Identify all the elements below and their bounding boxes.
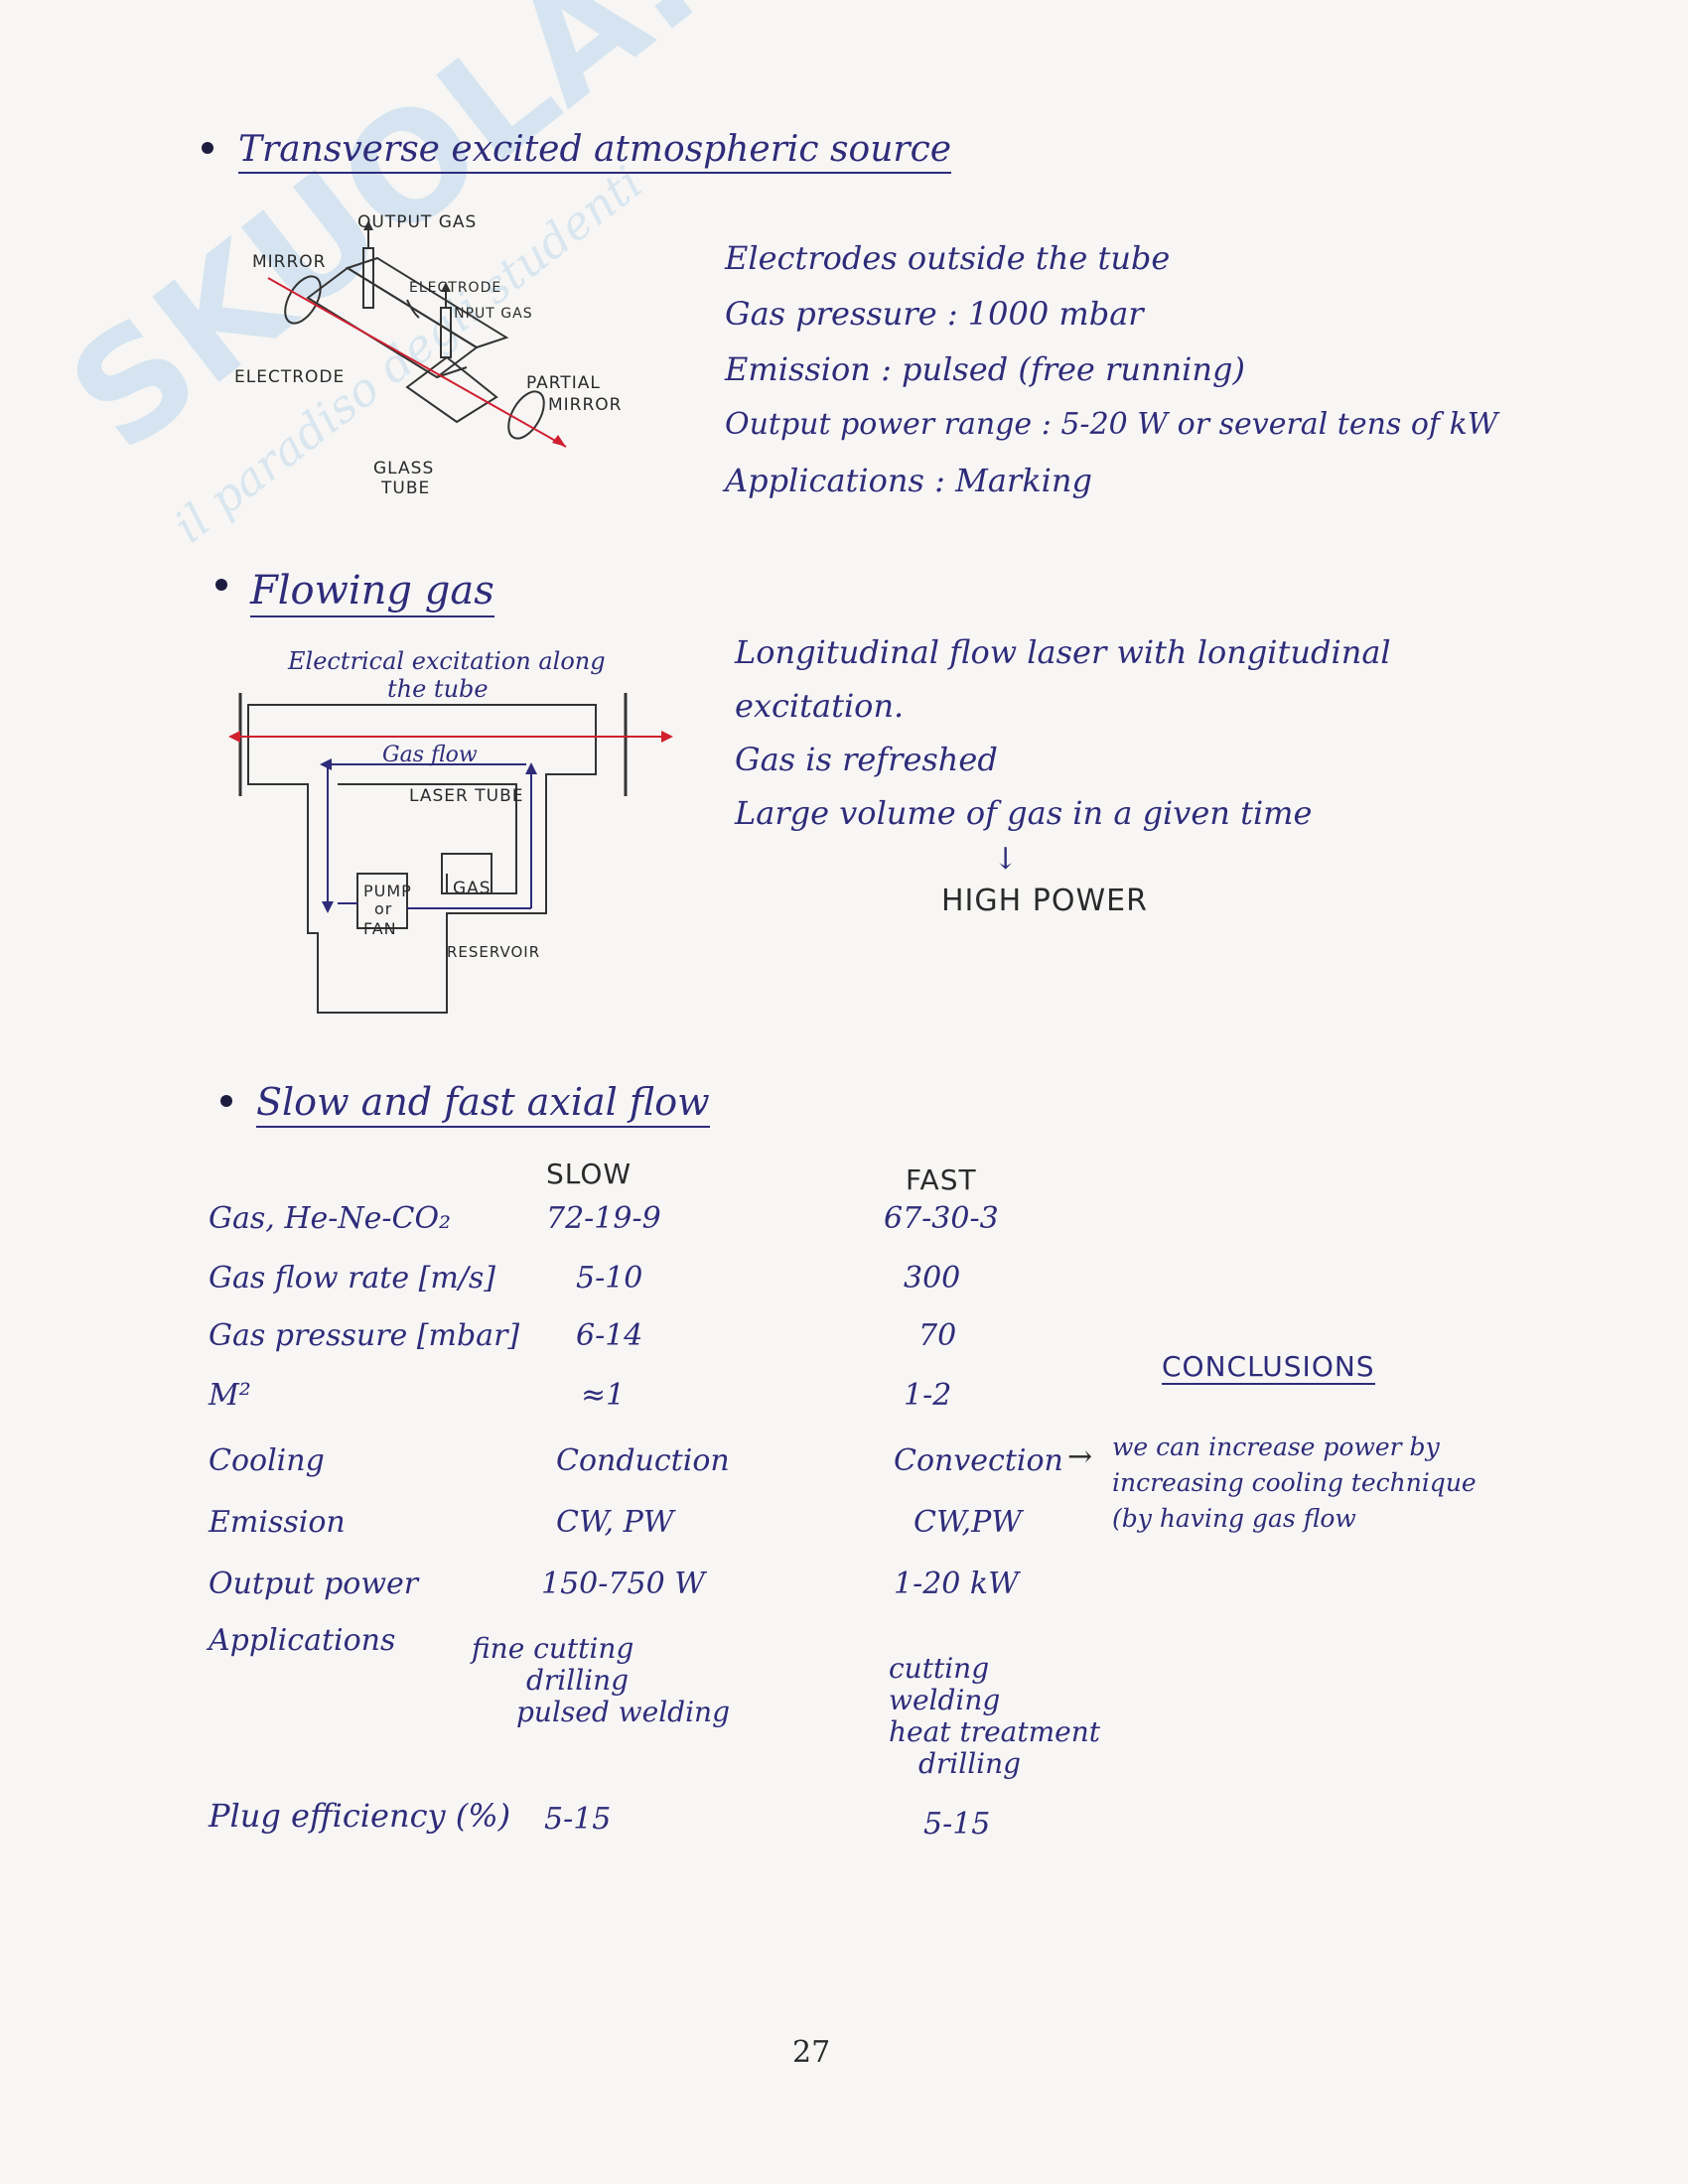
row-slow: Conduction — [556, 1443, 730, 1478]
row-fast: CW,PW — [914, 1505, 1023, 1540]
plug-efficiency-slow: 5-15 — [544, 1802, 612, 1837]
output-gas-arrow — [363, 220, 373, 230]
down-arrow: ↓ — [993, 842, 1019, 877]
gas-box — [441, 853, 492, 894]
label-pump-or: or — [374, 899, 393, 918]
list-item: drilling — [526, 1664, 630, 1697]
conclusion-line: increasing cooling technique — [1112, 1468, 1477, 1497]
note-line: Electrodes outside the tube — [725, 239, 1171, 277]
note-line: Applications : Marking — [725, 462, 1092, 499]
label-input-gas: INPUT GAS — [449, 306, 533, 322]
row-fast: 1-2 — [904, 1378, 952, 1413]
section2-heading: Flowing gas — [250, 568, 494, 617]
section1-heading: Transverse excited atmospheric source — [238, 129, 952, 174]
label-gas: GAS — [453, 879, 492, 898]
tea-laser-diagram — [267, 220, 567, 448]
bullet-section3 — [220, 1095, 232, 1107]
col-header-fast: FAST — [906, 1163, 977, 1196]
plug-efficiency-fast: 5-15 — [923, 1807, 991, 1842]
page-number: 27 — [792, 2035, 831, 2070]
row-label: Gas flow rate [m/s] — [209, 1261, 495, 1296]
label-laser-tube: LASER TUBE — [409, 786, 524, 806]
conclusions-text: we can increase power by increasing cool… — [1112, 1430, 1477, 1537]
flow-caption-2: the tube — [387, 675, 489, 703]
row-fast: 67-30-3 — [884, 1201, 999, 1236]
table-row: Gas flow rate [m/s] 5-10 300 — [209, 1261, 1321, 1318]
row-slow: 6-14 — [576, 1318, 643, 1353]
bullet-section2 — [215, 579, 227, 591]
row-fast: 300 — [904, 1261, 961, 1296]
table-row: Gas, He-Ne-CO₂ 72-19-9 67-30-3 — [209, 1201, 1321, 1259]
section2-notes: Longitudinal flow laser with longitudina… — [735, 625, 1391, 840]
row-label: Gas pressure [mbar] — [209, 1318, 520, 1353]
note-line: Gas pressure : 1000 mbar — [725, 295, 1144, 333]
comparison-table: Gas, He-Ne-CO₂ 72-19-9 67-30-3 Gas flow … — [209, 1201, 1321, 1658]
row-slow: CW, PW — [556, 1505, 674, 1540]
row-label: Output power — [209, 1567, 419, 1601]
note-line: excitation. — [735, 687, 905, 725]
label-output-gas: OUTPUT GAS — [357, 212, 478, 232]
label-fan: FAN — [363, 919, 397, 938]
flowing-gas-diagram — [228, 693, 673, 1014]
list-item: pulsed welding — [516, 1696, 731, 1728]
row-label: Gas, He-Ne-CO₂ — [209, 1201, 452, 1236]
label-glass-tube-1: GLASS — [373, 459, 435, 478]
flow-arrow-left — [320, 758, 332, 770]
list-item: welding — [889, 1684, 1001, 1716]
laser-beam — [267, 277, 567, 448]
row-fast: 70 — [918, 1318, 957, 1353]
row-slow: 5-10 — [576, 1261, 643, 1296]
flow-caption-1: Electrical excitation along — [288, 647, 606, 675]
label-pump: PUMP — [363, 882, 412, 900]
list-item: cutting — [889, 1652, 990, 1685]
list-item: drilling — [918, 1747, 1022, 1780]
note-line: Longitudinal flow laser with longitudina… — [735, 633, 1391, 671]
label-partial-mirror-2: MIRROR — [548, 395, 623, 415]
applications-slow: fine cutting drilling pulsed welding — [472, 1633, 730, 1728]
mirror-shape — [284, 275, 322, 325]
col-header-slow: SLOW — [546, 1158, 633, 1190]
row-slow: 72-19-9 — [546, 1201, 661, 1236]
applications-fast: cutting welding heat treatment drilling — [889, 1653, 1100, 1780]
section1-notes: Electrodes outside the tube Gas pressure… — [725, 230, 1498, 508]
bullet-section1 — [202, 142, 213, 154]
row-label: Emission — [209, 1505, 346, 1540]
laser-tube-outline — [247, 704, 597, 1014]
table-row: Cooling Conduction Convection — [209, 1443, 1321, 1501]
conclusions-arrow: → — [1067, 1439, 1093, 1474]
label-partial-mirror-1: PARTIAL — [526, 373, 601, 393]
table-row: Gas pressure [mbar] 6-14 70 — [209, 1318, 1321, 1376]
row-slow: 150-750 W — [541, 1567, 706, 1601]
table-row: Output power 150-750 W 1-20 kW — [209, 1567, 1321, 1624]
row-fast: Convection — [894, 1443, 1063, 1478]
conclusion-line: (by having gas flow — [1112, 1504, 1356, 1533]
label-mirror: MIRROR — [252, 252, 327, 272]
label-glass-tube-2: TUBE — [381, 478, 431, 498]
row-label: Cooling — [209, 1443, 325, 1478]
pump-box — [356, 873, 408, 929]
note-line: Large volume of gas in a given time — [735, 794, 1313, 832]
label-electrode-left: ELECTRODE — [234, 367, 346, 387]
label-gas-flow: Gas flow — [382, 743, 478, 767]
plug-efficiency-label: Plug efficiency (%) — [209, 1797, 511, 1835]
row-fast: 1-20 kW — [894, 1567, 1019, 1601]
note-line: Emission : pulsed (free running) — [725, 350, 1245, 388]
conclusion-line: we can increase power by — [1112, 1433, 1440, 1461]
table-row: Emission CW, PW CW,PW — [209, 1505, 1321, 1563]
row-slow: ≈1 — [581, 1378, 626, 1413]
list-item: heat treatment — [889, 1715, 1101, 1748]
label-reservoir: RESERVOIR — [447, 943, 541, 961]
note-line: Gas is refreshed — [735, 741, 998, 778]
note-line: Output power range : 5-20 W or several t… — [725, 407, 1498, 442]
label-electrode-top: ELECTRODE — [409, 280, 502, 296]
partial-mirror-shape — [507, 390, 545, 440]
section3-heading: Slow and fast axial flow — [256, 1080, 710, 1128]
list-item: fine cutting — [472, 1632, 634, 1665]
applications-label: Applications — [209, 1623, 396, 1658]
table-row: M² ≈1 1-2 — [209, 1378, 1321, 1435]
conclusions-title: CONCLUSIONS — [1162, 1350, 1375, 1385]
row-label: M² — [209, 1378, 251, 1413]
high-power-label: HIGH POWER — [941, 884, 1148, 918]
